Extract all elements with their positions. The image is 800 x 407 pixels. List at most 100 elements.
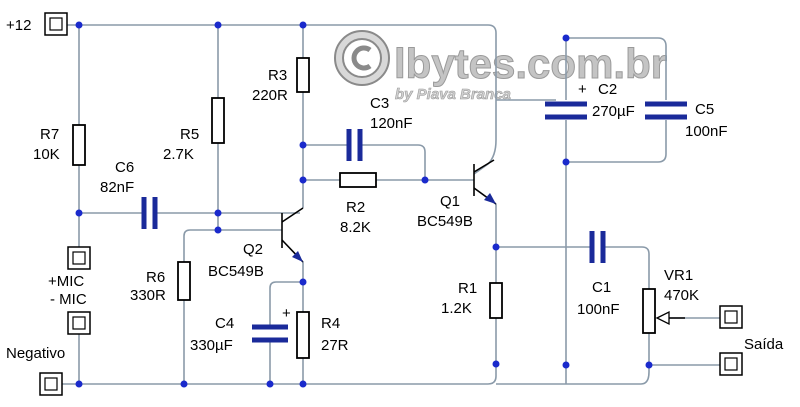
q2-value: BC549B bbox=[208, 263, 264, 280]
junction-dot bbox=[562, 158, 570, 166]
q2-emitter-arrow bbox=[292, 251, 303, 262]
c2-symbol bbox=[545, 101, 587, 120]
r1-ref: R1 bbox=[458, 280, 477, 297]
junction-dot bbox=[266, 380, 274, 388]
vr1-ref: VR1 bbox=[664, 267, 693, 284]
c3-value: 120nF bbox=[370, 115, 413, 132]
junction-dot bbox=[562, 34, 570, 42]
vr1-wiper bbox=[655, 310, 685, 326]
c6-symbol bbox=[141, 197, 158, 229]
r6-ref: R6 bbox=[146, 269, 165, 286]
terminal-vcc bbox=[44, 12, 68, 36]
c2-ref: C2 bbox=[598, 81, 617, 98]
r2-body bbox=[339, 172, 377, 188]
wire-c3-right bbox=[361, 144, 426, 180]
junction-dot bbox=[75, 380, 83, 388]
junction-dot bbox=[299, 176, 307, 184]
terminal-mic-neg bbox=[67, 311, 91, 335]
r1-value: 1.2K bbox=[441, 300, 472, 317]
c5-ref: C5 bbox=[695, 101, 714, 118]
junction-dot bbox=[492, 360, 500, 368]
r3-value: 220R bbox=[252, 87, 288, 104]
wire-vr1-bottom bbox=[640, 333, 650, 385]
junction-dot bbox=[421, 176, 429, 184]
label-ground: Negativo bbox=[6, 345, 65, 362]
c1-ref: C1 bbox=[592, 279, 611, 296]
c2-value: 270µF bbox=[592, 103, 635, 120]
c4-ref: C4 bbox=[215, 315, 234, 332]
junction-dot bbox=[299, 21, 307, 29]
junction-dot bbox=[645, 361, 653, 369]
c4-value: 330µF bbox=[190, 337, 233, 354]
c6-value: 82nF bbox=[100, 179, 134, 196]
c6-ref: C6 bbox=[115, 159, 134, 176]
wire-c4-top bbox=[269, 281, 303, 327]
c5-value: 100nF bbox=[685, 123, 728, 140]
q2-ref: Q2 bbox=[243, 241, 263, 258]
r4-body bbox=[296, 311, 310, 359]
junction-dot bbox=[492, 243, 500, 251]
q1-ref: Q1 bbox=[440, 193, 460, 210]
c3-symbol bbox=[346, 129, 363, 161]
r5-body bbox=[211, 97, 225, 144]
junction-dot bbox=[75, 21, 83, 29]
watermark-author: by Piava Branca bbox=[395, 86, 511, 103]
r2-ref: R2 bbox=[346, 199, 365, 216]
r7-ref: R7 bbox=[40, 126, 59, 143]
q1-emitter-arrow bbox=[484, 193, 496, 204]
c4-polarity: + bbox=[282, 305, 291, 322]
r7-body bbox=[72, 124, 86, 166]
watermark: lbytes.com.br by Piava Branca bbox=[334, 30, 668, 103]
junction-dot bbox=[299, 278, 307, 286]
r5-value: 2.7K bbox=[163, 146, 194, 163]
c5-symbol bbox=[645, 101, 687, 120]
q1-symbol bbox=[473, 159, 497, 205]
junction-dot bbox=[562, 361, 570, 369]
r3-ref: R3 bbox=[268, 67, 287, 84]
label-vcc: +12 bbox=[6, 17, 31, 34]
junction-dot bbox=[299, 380, 307, 388]
c1-symbol bbox=[589, 231, 606, 263]
junctions bbox=[75, 21, 653, 388]
vr1-body bbox=[642, 288, 656, 334]
wire-c1-right bbox=[604, 246, 650, 289]
vr1-wiper-arrow bbox=[655, 310, 670, 326]
terminal-ground bbox=[39, 372, 63, 396]
watermark-site: lbytes.com.br bbox=[394, 40, 667, 87]
wiring bbox=[62, 24, 722, 385]
junction-dot bbox=[180, 380, 188, 388]
copyright-c-mark bbox=[351, 45, 372, 71]
label-mic-neg: - MIC bbox=[50, 291, 87, 308]
junction-dot bbox=[299, 141, 307, 149]
c2-polarity: + bbox=[578, 81, 587, 98]
q1-value: BC549B bbox=[417, 213, 473, 230]
r2-value: 8.2K bbox=[340, 219, 371, 236]
junction-dot bbox=[214, 226, 222, 234]
vr1-value: 470K bbox=[664, 287, 699, 304]
wire-c5-top bbox=[566, 37, 667, 100]
ground-rail bbox=[62, 375, 497, 385]
r6-body bbox=[177, 261, 191, 301]
r4-value: 27R bbox=[321, 337, 349, 354]
r7-value: 10K bbox=[33, 146, 60, 163]
wire-q2-base bbox=[217, 213, 282, 231]
label-mic-pos: +MIC bbox=[48, 273, 84, 290]
c4-symbol bbox=[252, 324, 288, 343]
terminal-mic-pos bbox=[67, 246, 91, 270]
r1-body bbox=[489, 282, 503, 319]
junction-dot bbox=[214, 209, 222, 217]
junction-dot bbox=[75, 209, 83, 217]
vcc-rail bbox=[62, 24, 497, 34]
r4-ref: R4 bbox=[321, 315, 340, 332]
r5-ref: R5 bbox=[180, 126, 199, 143]
terminal-output bbox=[719, 305, 743, 329]
wire-c5-bottom bbox=[566, 120, 667, 163]
wire-r6-top bbox=[183, 229, 218, 262]
r3-body bbox=[296, 57, 310, 93]
label-output: Saída bbox=[744, 336, 784, 353]
copyright-logo-inner bbox=[342, 38, 382, 78]
c3-ref: C3 bbox=[370, 95, 389, 112]
c1-value: 100nF bbox=[577, 301, 620, 318]
junction-dot bbox=[214, 21, 222, 29]
